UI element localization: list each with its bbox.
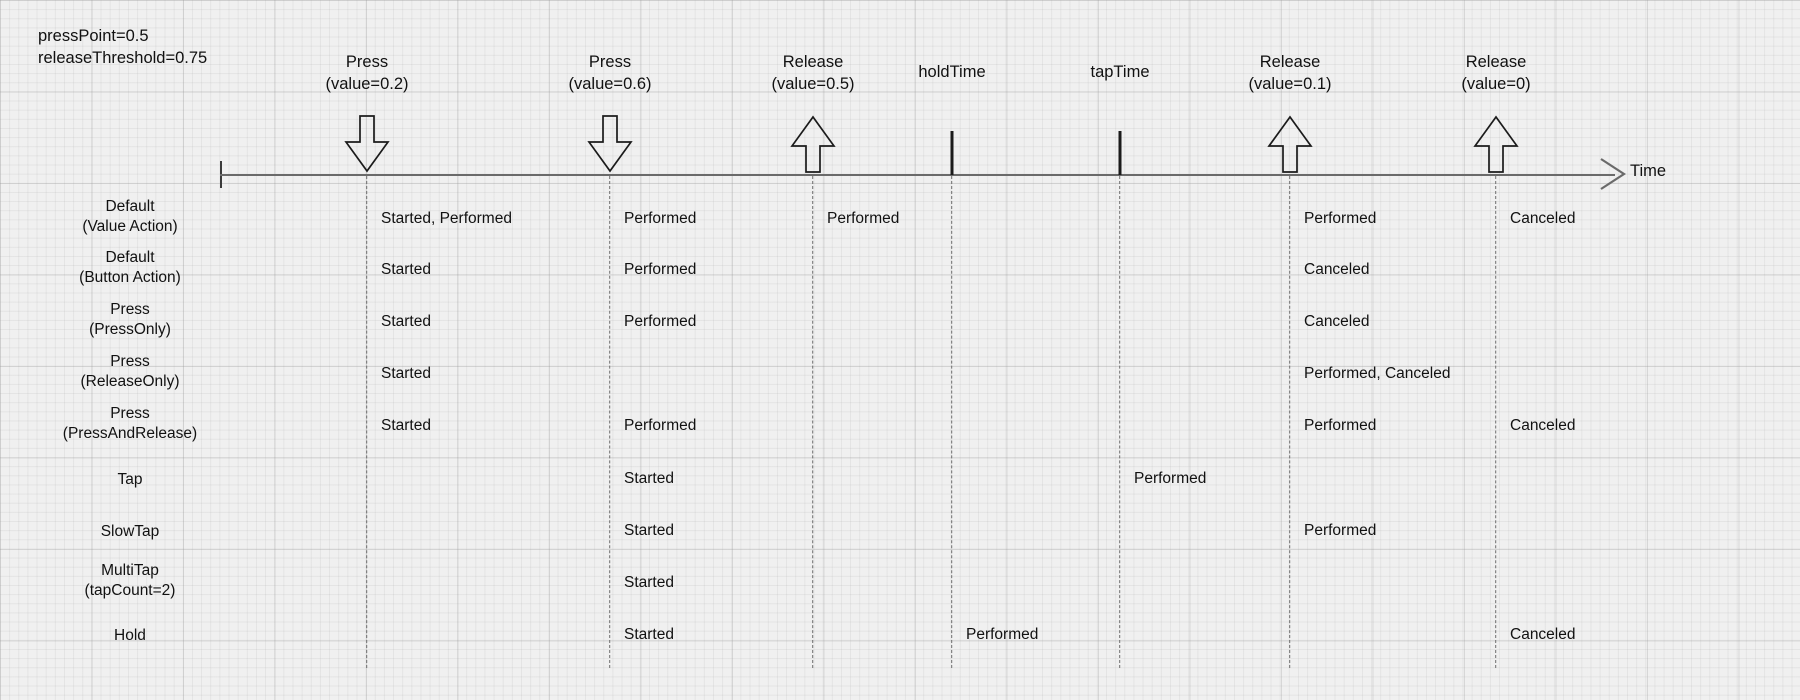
arrow-up-icon <box>1267 115 1313 178</box>
row-label: Press (PressAndRelease) <box>62 405 198 443</box>
marker-label: Press (value=0.6) <box>568 53 652 93</box>
row-event-label: Started <box>381 261 431 278</box>
row-label: Default (Button Action) <box>79 249 181 287</box>
arrow-down-icon <box>587 115 633 178</box>
marker-guideline <box>366 176 368 668</box>
arrow-down-icon <box>344 115 390 178</box>
row-event-label: Started <box>624 574 674 591</box>
row-label: Tap <box>117 471 143 488</box>
marker-guideline <box>951 176 953 668</box>
parameters-note: pressPoint=0.5 releaseThreshold=0.75 <box>38 27 208 68</box>
row-event-label: Performed <box>1304 417 1377 434</box>
row-event-label: Canceled <box>1304 313 1370 330</box>
row-event-label: Performed <box>966 626 1039 643</box>
row-event-label: Performed <box>624 417 697 434</box>
row-label: Hold <box>114 627 146 644</box>
row-event-label: Started <box>624 470 674 487</box>
arrow-up-icon <box>1473 115 1519 178</box>
time-axis-label: Time <box>1630 162 1667 180</box>
marker-label: Release (value=0.5) <box>771 53 855 93</box>
row-event-label: Started <box>381 313 431 330</box>
marker-label: Release (value=0) <box>1461 53 1531 93</box>
marker-guideline <box>609 176 611 668</box>
marker-label: Press (value=0.2) <box>325 53 409 93</box>
vertical-bar-icon <box>950 131 954 175</box>
vertical-bar-icon <box>1118 131 1122 175</box>
row-event-label: Canceled <box>1510 626 1576 643</box>
arrow-up-icon <box>790 115 836 178</box>
marker-label: tapTime <box>1090 63 1150 81</box>
arrow-right-icon <box>1600 158 1634 195</box>
marker-guideline <box>1119 176 1121 668</box>
row-event-label: Canceled <box>1510 210 1576 227</box>
marker-label: Release (value=0.1) <box>1248 53 1332 93</box>
row-event-label: Canceled <box>1510 417 1576 434</box>
row-label: SlowTap <box>100 523 160 540</box>
marker-guideline <box>1289 176 1291 668</box>
row-event-label: Performed <box>1304 210 1377 227</box>
marker-label: holdTime <box>918 63 986 81</box>
row-event-label: Performed <box>624 313 697 330</box>
marker-guideline <box>812 176 814 668</box>
marker-guideline <box>1495 176 1497 668</box>
row-event-label: Started <box>624 626 674 643</box>
row-event-label: Performed <box>624 210 697 227</box>
row-label: Default (Value Action) <box>82 198 178 236</box>
row-event-label: Canceled <box>1304 261 1370 278</box>
row-label: Press (PressOnly) <box>89 301 171 339</box>
row-event-label: Started <box>624 522 674 539</box>
row-label: MultiTap (tapCount=2) <box>84 562 176 600</box>
row-label: Press (ReleaseOnly) <box>80 353 180 391</box>
row-event-label: Started <box>381 365 431 382</box>
row-event-label: Performed <box>624 261 697 278</box>
row-event-label: Performed <box>1134 470 1207 487</box>
row-event-label: Performed <box>827 210 900 227</box>
row-event-label: Started, Performed <box>381 210 512 227</box>
row-event-label: Started <box>381 417 431 434</box>
row-event-label: Performed <box>1304 522 1377 539</box>
row-event-label: Performed, Canceled <box>1304 365 1451 382</box>
time-axis-line <box>220 174 1615 176</box>
